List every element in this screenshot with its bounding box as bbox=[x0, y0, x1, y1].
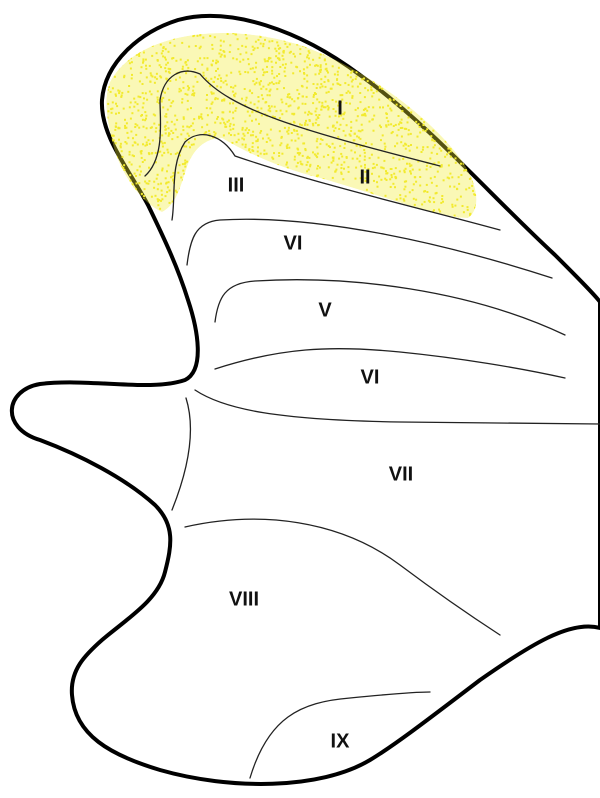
label-lobule-VIII: VIII bbox=[229, 588, 259, 610]
label-lobule-VI-lower: VI bbox=[361, 366, 380, 388]
label-lobule-III: III bbox=[228, 174, 245, 196]
label-lobule-VII: VII bbox=[389, 463, 413, 485]
label-lobule-V: V bbox=[318, 299, 332, 321]
label-lobule-IX: IX bbox=[331, 730, 351, 752]
label-lobule-I: I bbox=[337, 97, 343, 119]
label-lobule-VI-upper: VI bbox=[284, 232, 303, 254]
label-lobule-II: II bbox=[359, 166, 370, 188]
